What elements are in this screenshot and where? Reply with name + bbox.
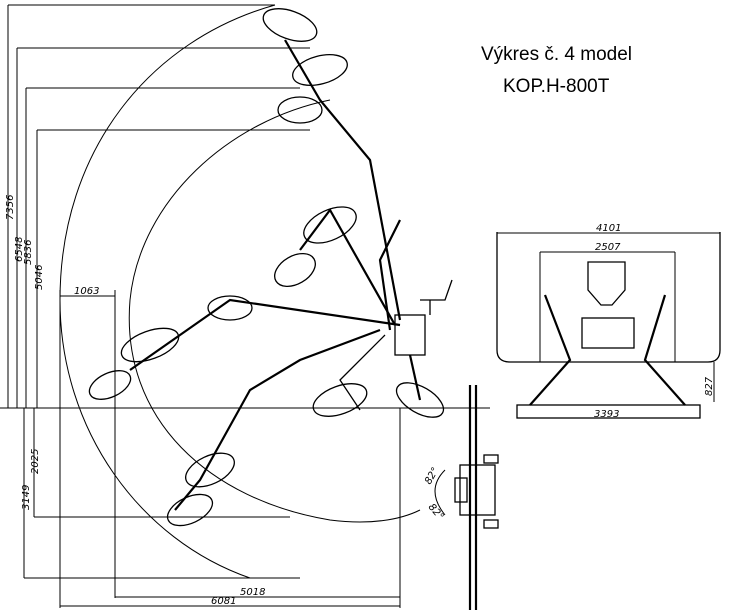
dim-4101: 4101 — [596, 223, 621, 234]
top-view: 82° 82° — [423, 385, 499, 610]
dim-5836: 5836 — [23, 240, 34, 265]
dim-2507: 2507 — [595, 242, 621, 253]
angle-1: 82° — [423, 466, 441, 487]
height-dimensions: 7356 6548 5836 5046 — [5, 4, 310, 408]
dim-1063: 1063 — [74, 286, 99, 297]
dim-3393: 3393 — [594, 409, 619, 420]
title-line-1: Výkres č. 4 model — [481, 44, 632, 65]
dim-5018: 5018 — [240, 587, 265, 598]
dim-7356: 7356 — [5, 195, 16, 220]
boom-positions — [129, 39, 402, 511]
front-view: 4101 2507 3393 827 — [496, 223, 721, 420]
dim-2025: 2025 — [30, 449, 41, 474]
buckets — [88, 8, 445, 527]
dim-827: 827 — [704, 376, 715, 396]
reach-dimensions: 1063 5018 6081 — [59, 286, 401, 608]
dim-6081: 6081 — [211, 596, 236, 607]
inner-reach-arc — [128, 99, 421, 523]
dim-3149: 3149 — [21, 485, 32, 510]
title-line-2: KOP.H-800T — [503, 76, 610, 97]
machine-body-side — [394, 279, 453, 401]
dim-5046: 5046 — [34, 265, 45, 290]
depth-dimensions: 3149 2025 — [21, 408, 300, 579]
dim-6548: 6548 — [14, 237, 25, 262]
outer-reach-arc — [59, 4, 276, 579]
angle-2: 82° — [426, 502, 446, 523]
